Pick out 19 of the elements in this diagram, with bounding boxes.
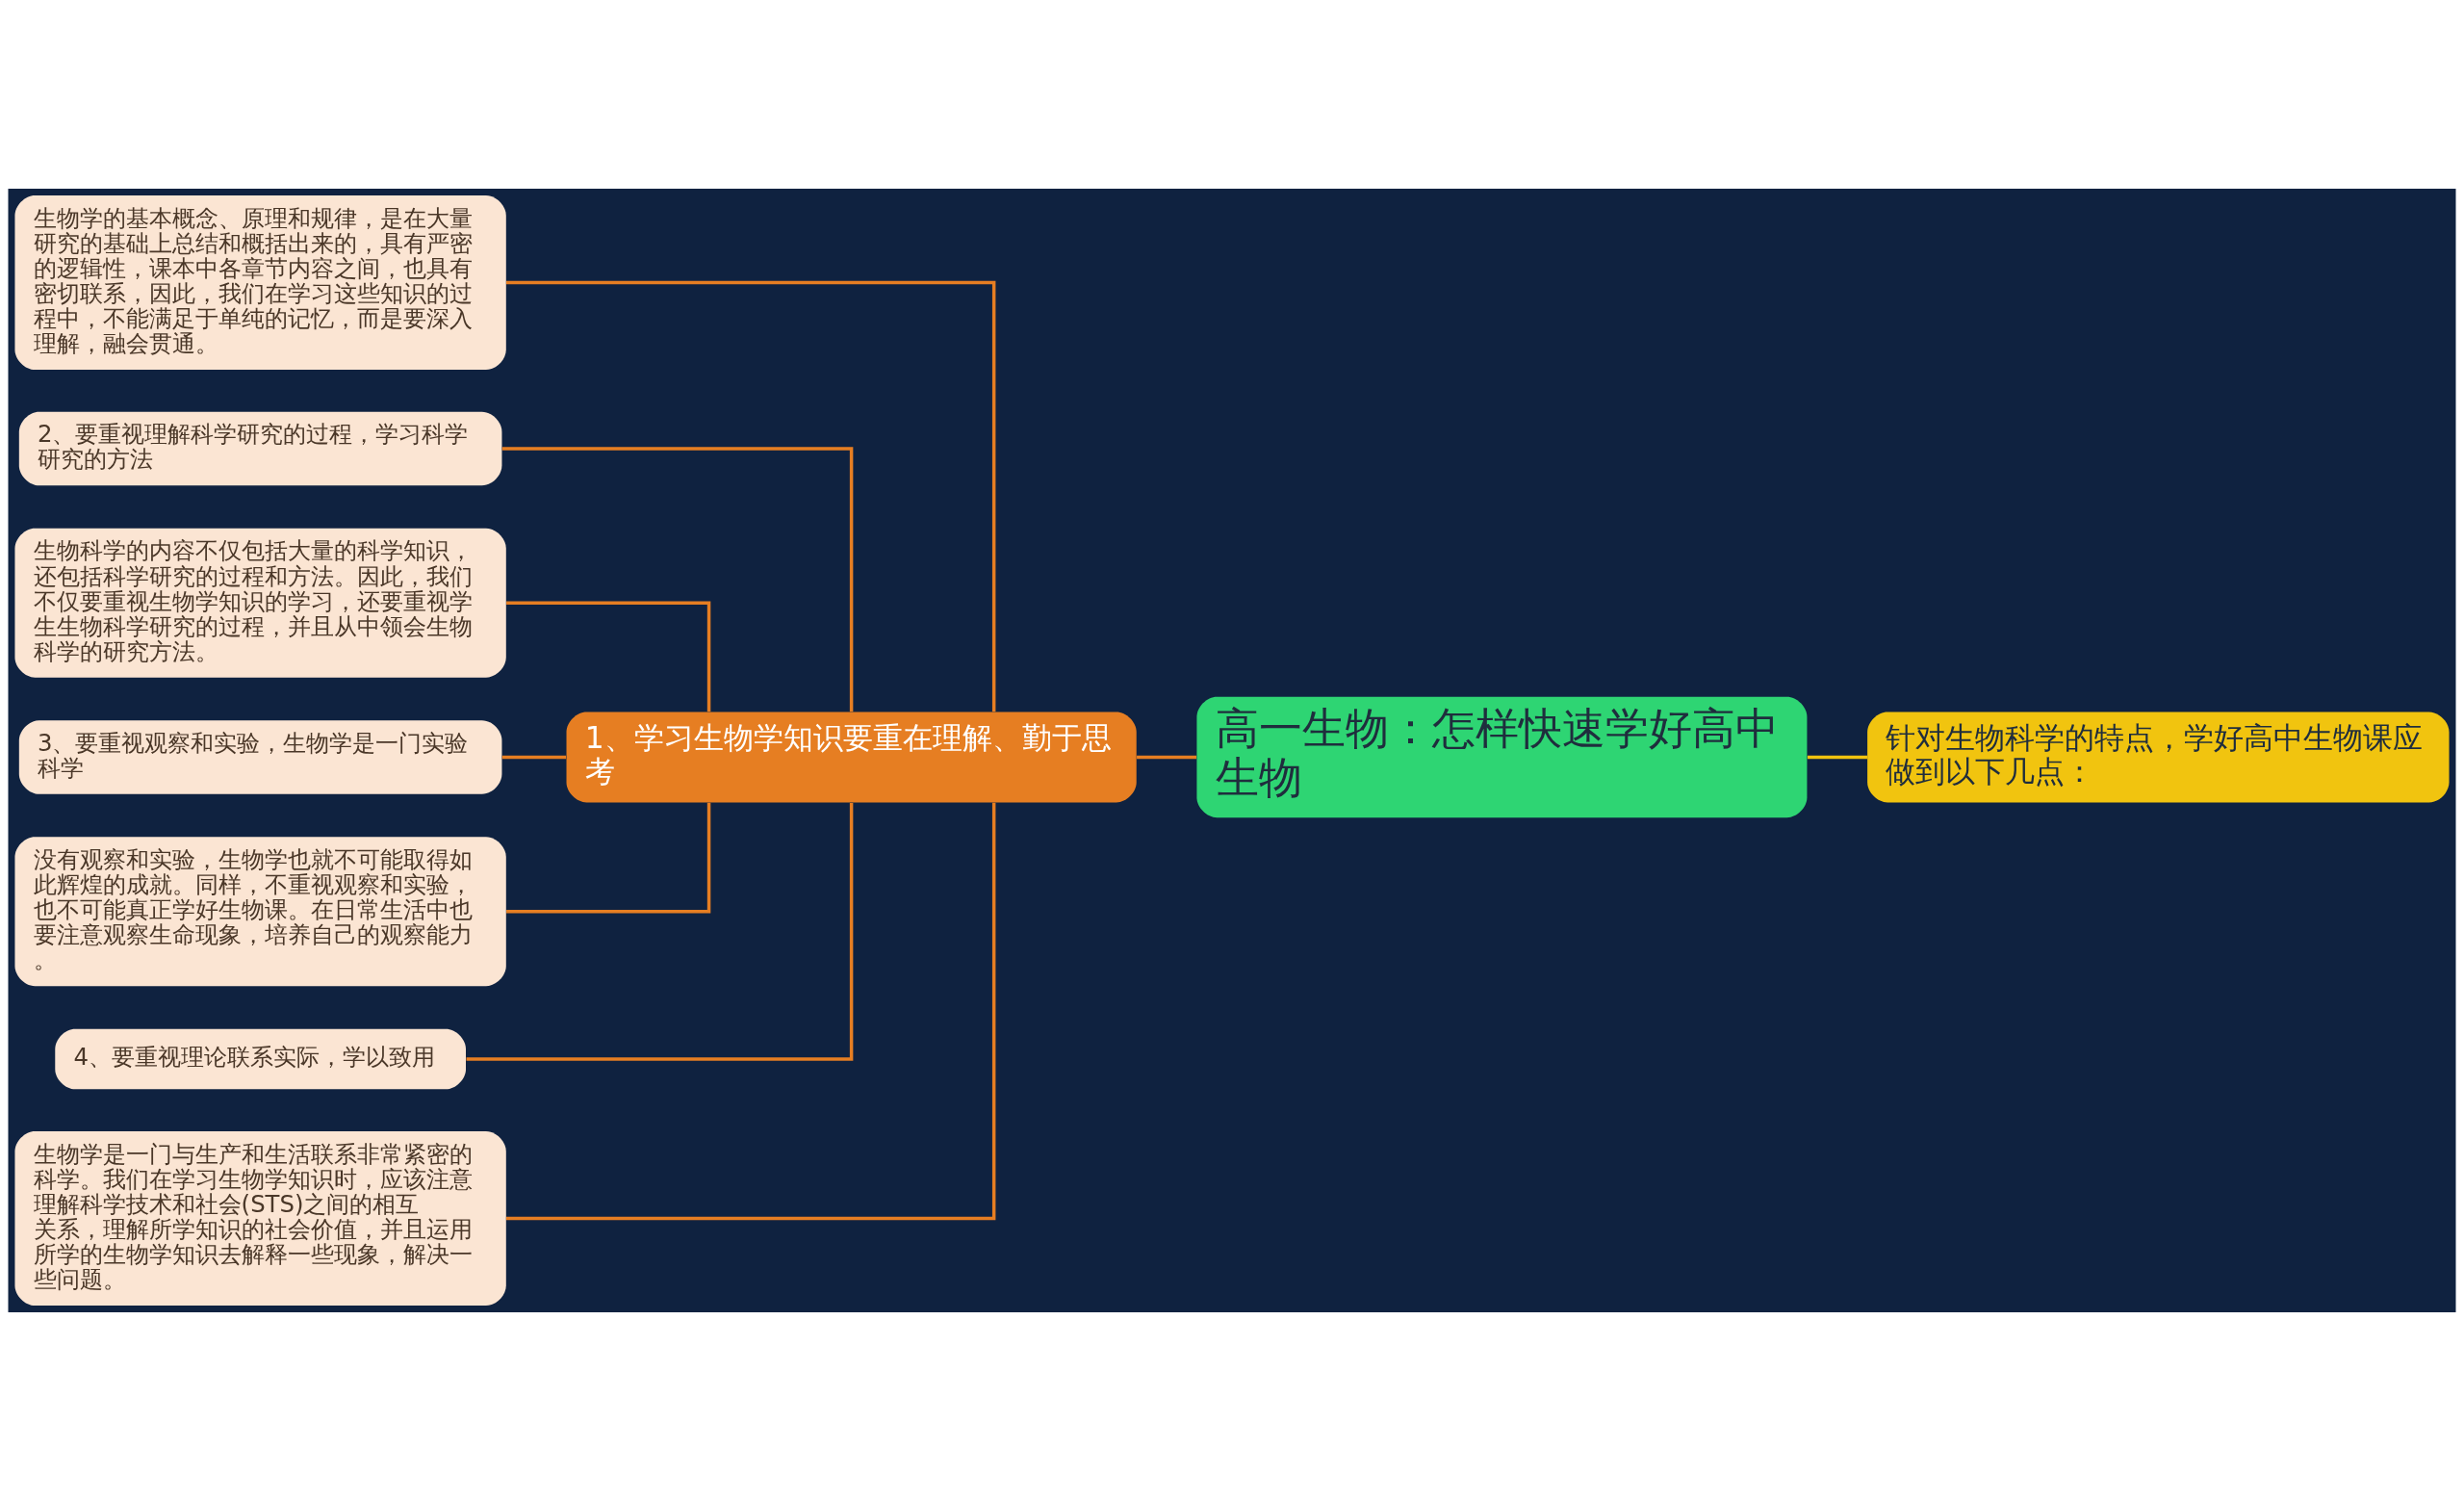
node-box: 没有观察和实验，生物学也就不可能取得如此辉煌的成就。同样，不重视观察和实验，也不可能真正学好生物课。在日常生活中也要注意观察生命现象，培养自己的观察能力。: [14, 837, 506, 987]
connector: [1137, 755, 1197, 760]
connector: [466, 803, 854, 1061]
connector: [506, 802, 711, 914]
node-box: 高一生物：怎样快速学好高中生物: [1196, 696, 1808, 818]
node-box: 生物学的基本概念、原理和规律，是在大量研究的基础上总结和概括出来的，具有严密的逻辑性，课本中各章节内容之间，也具有密切联系，因此，我们在学习这些知识的过程中，不能满足于单纯的记忆，而是要深入理解，融会贯通。: [14, 194, 506, 371]
node-box: 生物学是一门与生产和生活联系非常紧密的科学。我们在学习生物学知识时，应该注意理解科学技术和社会(STS)之间的相互关系，理解所学知识的社会价值，并且运用所学的生物学知识去解释一些现象，解决一些问题。: [14, 1130, 506, 1307]
connector: [501, 447, 854, 712]
node-box: 1、学习生物学知识要重在理解、勤于思考: [566, 712, 1137, 803]
node-box: 针对生物科学的特点，学好高中生物课应做到以下几点：: [1867, 712, 2450, 803]
node-box: 4、要重视理论联系实际，学以致用: [55, 1028, 466, 1090]
connector: [506, 601, 711, 712]
node-box: 2、要重视理解科学研究的过程，学习科学研究的方法: [18, 411, 502, 486]
node-box: 3、要重视观察和实验，生物学是一门实验科学: [18, 720, 502, 794]
connector: [505, 280, 996, 712]
connector: [505, 802, 996, 1221]
node-box: 生物科学的内容不仅包括大量的科学知识，还包括科学研究的过程和方法。因此，我们不仅要重视生物学知识的学习，还要重视学生生物科学研究的过程，并且从中领会生物科学的研究方法。: [14, 528, 506, 678]
connector: [501, 755, 566, 760]
connector: [1807, 755, 1867, 760]
